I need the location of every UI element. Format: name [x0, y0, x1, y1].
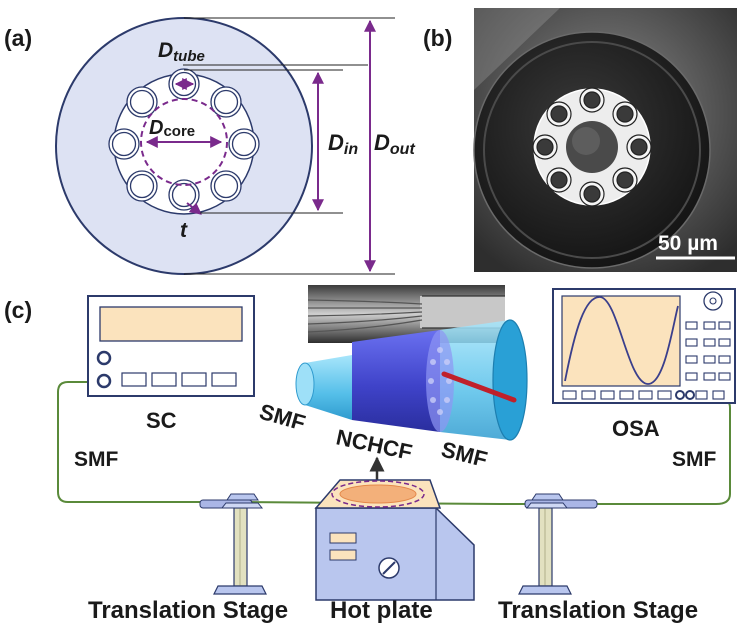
fiber-smf-1-label: SMF: [257, 399, 309, 436]
t-label: t: [180, 219, 188, 242]
t-arrow: [186, 202, 202, 215]
translation-stage-left: [199, 493, 267, 595]
panel-c-label: (c): [4, 297, 32, 323]
hot-plate-label: Hot plate: [330, 597, 433, 624]
sc-button-icon: [181, 372, 207, 387]
d-tube-label: Dtube: [158, 39, 205, 65]
capillary-tube: [126, 170, 158, 202]
sem-capillary: [579, 87, 605, 113]
capillary-tube: [210, 170, 242, 202]
sc-knob-icon: [96, 373, 112, 389]
fiber-end-face: [492, 319, 528, 441]
sc-screen: [99, 306, 243, 342]
sem-fiber-edge: [483, 41, 701, 259]
smf-section-left: [305, 355, 352, 420]
sem-capillary: [546, 167, 572, 193]
smf-right-label: SMF: [672, 448, 717, 471]
smf-left-label: SMF: [74, 448, 119, 471]
osa-analyzer: [552, 288, 736, 404]
sem-capillary: [612, 101, 638, 127]
d-out-label: Dout: [374, 130, 415, 158]
translation-stage-right: [518, 493, 598, 595]
panel-c: (c) SC SMF: [4, 285, 736, 624]
osa-keypad: [562, 321, 731, 400]
sem-capillary: [532, 134, 558, 160]
core-region-outline: [140, 98, 228, 186]
fiber-smf-2-label: SMF: [439, 437, 490, 472]
sc-label: SC: [146, 408, 177, 433]
osa-label: OSA: [612, 416, 660, 441]
capillary-tube: [168, 179, 200, 211]
stage-right-label: Translation Stage: [498, 597, 698, 624]
capillary-tube: [210, 86, 242, 118]
panel-a: (a) Dtube Dcore t Din: [4, 17, 415, 275]
stage-left-label: Translation Stage: [88, 597, 288, 624]
sem-capillary: [612, 167, 638, 193]
light-beam: [441, 371, 517, 403]
sc-knob-icon: [96, 350, 112, 366]
d-in-label: Din: [328, 130, 358, 158]
capillary-tube: [228, 128, 260, 160]
smf-section-right: [440, 320, 510, 440]
panel-b: (b) 50 µm: [423, 8, 737, 272]
fiber-nchcf-label: NCHCF: [334, 424, 415, 464]
osa-screen: [561, 295, 681, 387]
sem-capillary: [626, 134, 652, 160]
panel-b-label: (b): [423, 25, 452, 51]
hot-plate: [314, 479, 475, 601]
sc-source: [87, 295, 255, 397]
d-core-label: Dcore: [149, 117, 195, 140]
sem-capillary: [546, 101, 572, 127]
fiber-3d-model: [295, 319, 528, 441]
osa-dial-icon: [703, 291, 723, 311]
capillary-tube: [108, 128, 140, 160]
capillary-tube: [126, 86, 158, 118]
sc-button-icon: [121, 372, 147, 387]
sem-capillary: [579, 181, 605, 207]
osa-waveform: [564, 296, 679, 385]
nchcf-section: [352, 330, 440, 432]
sem-capillaries: [532, 87, 652, 207]
heating-zone: [339, 484, 417, 504]
scale-bar-label: 50 µm: [658, 232, 718, 255]
sc-button-icon: [151, 372, 177, 387]
sc-button-icon: [211, 372, 237, 387]
panel-a-label: (a): [4, 25, 32, 51]
